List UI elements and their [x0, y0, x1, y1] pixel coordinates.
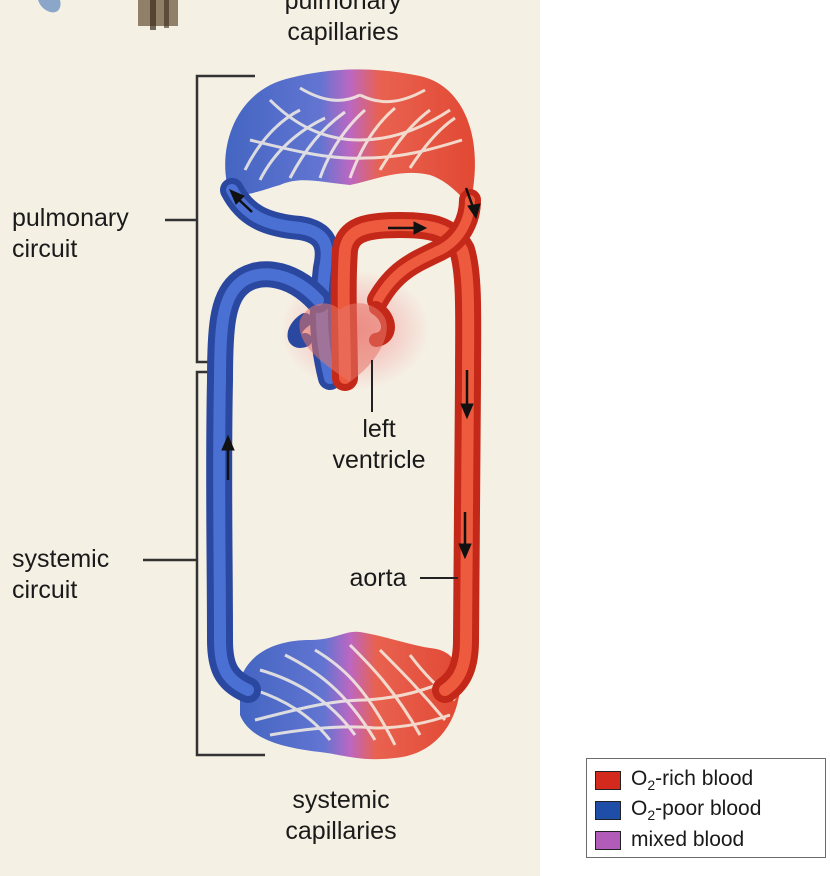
arrow-systemic-up [221, 434, 235, 480]
legend-label-mixed: mixed blood [631, 828, 744, 852]
label-pulmonary-capillaries-line2: capillaries [287, 18, 399, 46]
legend: O2-rich blood O2-poor blood mixed blood [586, 758, 826, 858]
flow-arrows [221, 187, 481, 560]
label-systemic-capillaries: systemic capillaries [256, 785, 426, 847]
legend-label-oxygen-poor-subscript: 2 [647, 807, 656, 824]
label-pulmonary-capillaries-line1: pulmonary [284, 0, 402, 15]
label-pulmonary-circuit-line1: pulmonary [12, 204, 129, 232]
legend-label-oxygen-poor-prefix: O [631, 796, 648, 820]
oxygen-poor-vessels [206, 178, 342, 703]
legend-item-oxygen-rich: O2-rich blood [595, 765, 817, 795]
label-pulmonary-circuit: pulmonary circuit [12, 203, 162, 265]
legend-item-mixed: mixed blood [595, 825, 817, 855]
legend-swatch-oxygen-rich [595, 770, 621, 790]
label-left-ventricle-line2: ventricle [332, 446, 426, 474]
pulmonary-capillary-bed [225, 69, 475, 205]
arrow-aorta-down-2 [458, 512, 472, 560]
pulmonary-circuit-bracket [165, 74, 255, 364]
label-systemic-circuit-line2: circuit [12, 576, 78, 604]
legend-label-oxygen-poor-suffix: -poor blood [655, 796, 762, 820]
label-left-ventricle-line1: left [362, 415, 396, 443]
legend-swatch-oxygen-poor [595, 800, 621, 820]
label-aorta-text: aorta [349, 564, 407, 592]
label-left-ventricle: left ventricle [318, 414, 440, 476]
systemic-capillary-bed [240, 631, 460, 760]
heart [299, 303, 387, 382]
legend-label-oxygen-rich-subscript: 2 [647, 777, 656, 794]
legend-label-oxygen-rich-suffix: -rich blood [655, 766, 754, 790]
label-systemic-circuit: systemic circuit [12, 544, 142, 606]
arrow-pulmonary-vein-top [388, 221, 428, 235]
leader-lines [371, 360, 458, 579]
systemic-circuit-bracket [143, 370, 265, 757]
label-systemic-capillaries-line2: capillaries [285, 817, 397, 845]
arrow-aorta-down-1 [460, 370, 474, 420]
top-left-figure-fragment [38, 0, 178, 30]
label-systemic-circuit-line1: systemic [12, 545, 110, 573]
label-systemic-capillaries-line1: systemic [292, 786, 390, 814]
legend-label-mixed-text: mixed blood [631, 828, 745, 851]
legend-label-oxygen-rich: O2-rich blood [631, 767, 753, 793]
legend-label-oxygen-poor: O2-poor blood [631, 797, 761, 823]
label-pulmonary-capillaries: pulmonary capillaries [258, 0, 428, 48]
legend-item-oxygen-poor: O2-poor blood [595, 795, 817, 825]
arrow-pulmonary-right [464, 187, 481, 220]
legend-swatch-mixed [595, 830, 621, 850]
arrow-pulmonary-return [229, 189, 253, 213]
label-aorta: aorta [336, 563, 420, 594]
oxygen-rich-vessels [330, 189, 482, 703]
label-pulmonary-circuit-line2: circuit [12, 235, 78, 263]
legend-label-oxygen-rich-prefix: O [631, 766, 648, 790]
